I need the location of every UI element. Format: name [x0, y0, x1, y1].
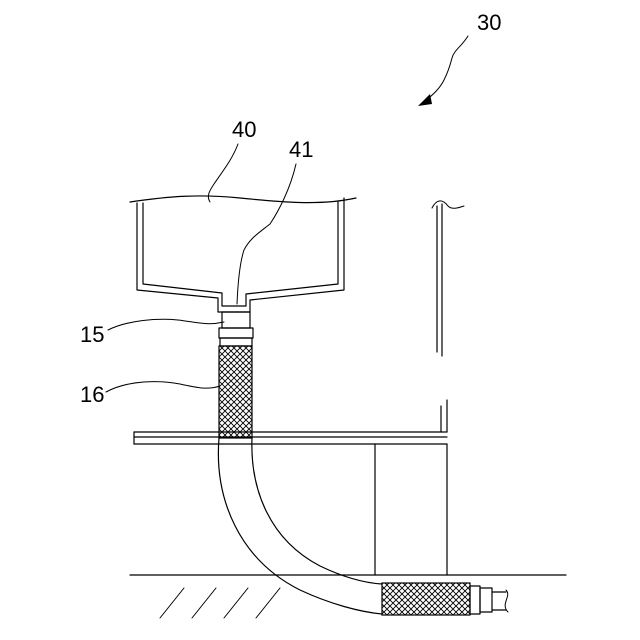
hose-outer-edge [218, 438, 382, 614]
end-fitting-nut [480, 588, 492, 612]
leader-41 [237, 164, 296, 304]
leader-15 [108, 319, 224, 330]
end-fitting-ring [470, 586, 480, 614]
ground-hatch-4 [256, 588, 280, 618]
braided-sleeve-horizontal [382, 583, 470, 615]
braided-sleeve-vertical [219, 346, 252, 438]
ground-hatch-1 [160, 588, 184, 618]
tank-top-break [130, 196, 356, 203]
label-16: 16 [80, 382, 104, 407]
ground-hatch-2 [192, 588, 216, 618]
arrow-head-30 [418, 94, 432, 106]
tank-outer-wall [137, 198, 344, 312]
ground-hatch-3 [224, 588, 248, 618]
label-40: 40 [232, 117, 256, 142]
fitting-hex [220, 338, 252, 346]
label-41: 41 [289, 137, 313, 162]
label-15: 15 [80, 322, 104, 347]
tank-inner-wall [143, 202, 338, 306]
leader-16 [106, 382, 220, 392]
fitting-nut [222, 312, 250, 328]
fitting-body [219, 328, 253, 338]
hose-inner-edge [252, 438, 382, 584]
leader-40 [208, 144, 238, 202]
leader-arrow-30 [424, 36, 468, 102]
label-30: 30 [477, 10, 501, 35]
end-pipe-break [505, 590, 508, 612]
